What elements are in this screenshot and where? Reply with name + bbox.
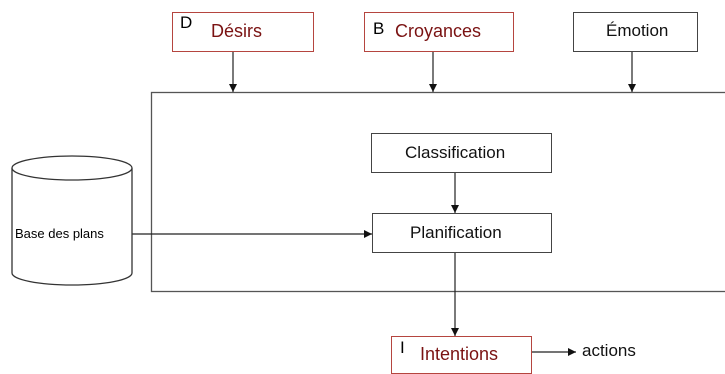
intentions-label: Intentions [420,344,498,365]
agent-frame [152,93,725,292]
emotion-label: Émotion [606,21,668,41]
actions-label: actions [582,341,636,361]
beliefs-label: Croyances [395,21,481,42]
classification-label: Classification [405,143,505,163]
intentions-letter: I [400,338,405,358]
desires-letter: D [180,13,192,33]
plan-base-label: Base des plans [15,226,104,241]
desires-label: Désirs [211,21,262,42]
planning-label: Planification [410,223,502,243]
plan-base-cylinder [12,156,132,285]
beliefs-letter: B [373,19,384,39]
